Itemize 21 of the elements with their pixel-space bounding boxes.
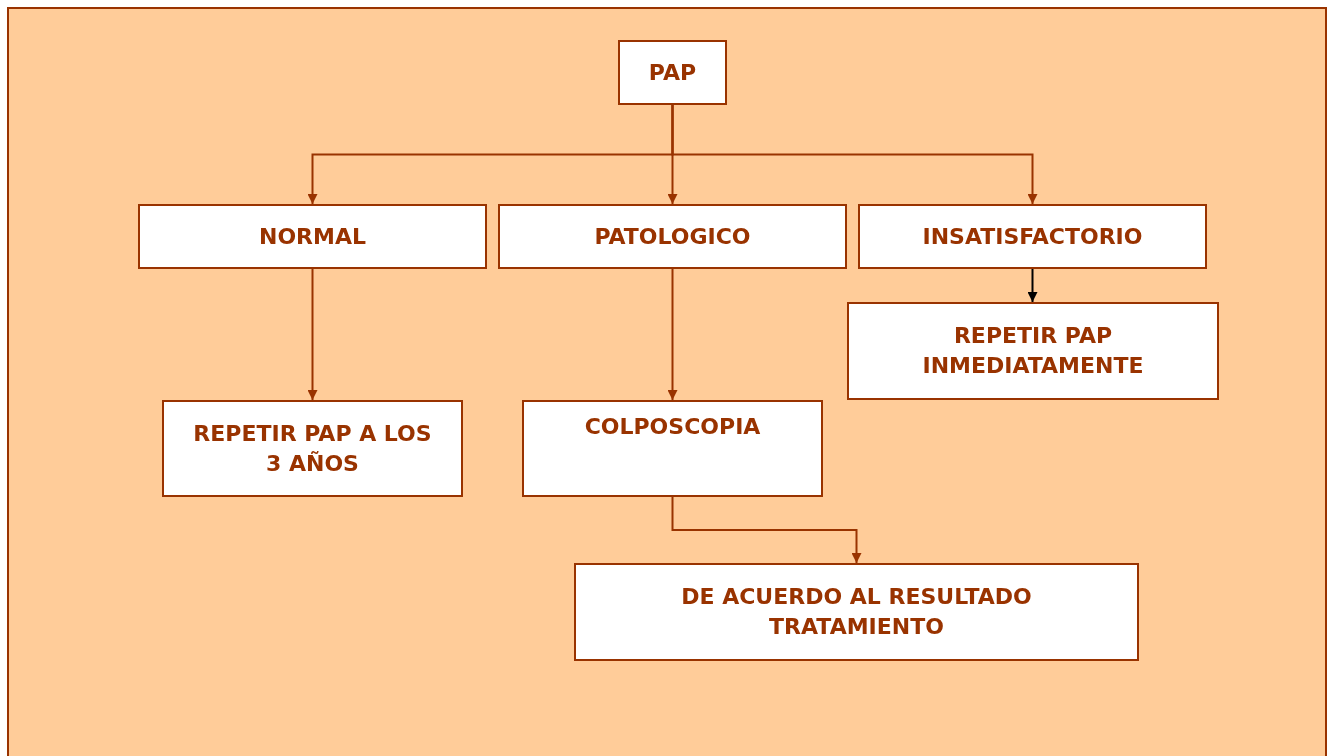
process-box <box>522 400 823 497</box>
process-box <box>138 204 487 269</box>
box-label: INSATISFACTORIO <box>922 222 1143 251</box>
process-box <box>858 204 1207 269</box>
box-label: NORMAL <box>259 222 366 251</box>
box-label: PAP <box>648 58 697 87</box>
box-label: REPETIR PAP A LOS 3 AÑOS <box>192 419 433 478</box>
box-label: COLPOSCOPIA <box>584 413 761 441</box>
arrow <box>667 268 678 401</box>
box-label: REPETIR PAP INMEDIATAMENTE <box>921 322 1145 380</box>
process-box <box>162 400 463 497</box>
process-box <box>574 563 1139 661</box>
arrow <box>307 268 318 401</box>
arrow <box>1027 268 1038 303</box>
process-box <box>498 204 847 269</box>
box-label: PATOLOGICO <box>594 222 751 251</box>
process-box <box>847 302 1219 400</box>
process-box <box>618 40 727 105</box>
box-label: DE ACUERDO AL RESULTADO TRATAMIENTO <box>680 583 1033 641</box>
arrow <box>671 104 1038 205</box>
arrow <box>671 496 862 564</box>
